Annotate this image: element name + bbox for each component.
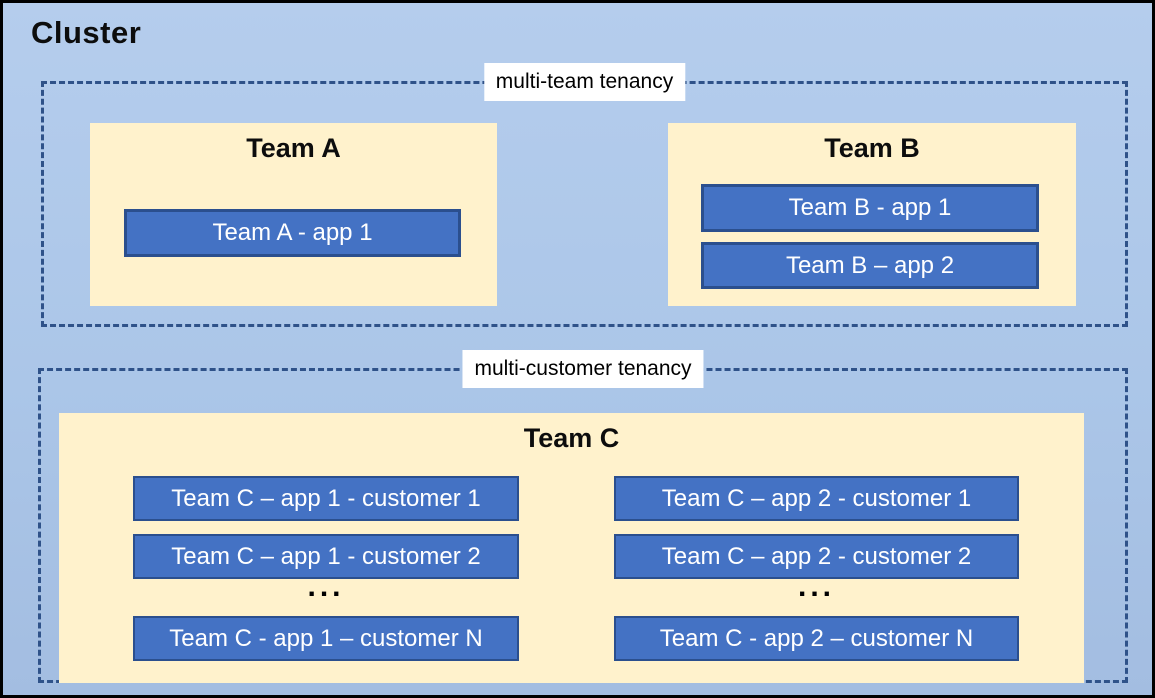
multi-team-tenancy-label: multi-team tenancy — [483, 63, 686, 101]
team-a-app-1-box: Team A - app 1 — [124, 209, 461, 257]
team-b-app-2-box: Team B – app 2 — [701, 242, 1039, 289]
team-c-app1-customer-n-box: Team C - app 1 – customer N — [133, 616, 519, 661]
cluster-title: Cluster — [31, 15, 142, 50]
team-c-app1-customer-2-box: Team C – app 1 - customer 2 — [133, 534, 519, 579]
team-a-box: Team A Team A - app 1 — [90, 123, 497, 306]
team-b-app-1-box: Team B - app 1 — [701, 184, 1039, 232]
team-c-app-2-column: Team C – app 2 - customer 1 Team C – app… — [614, 476, 1019, 676]
team-c-app2-ellipsis: ... — [797, 570, 835, 603]
multi-customer-tenancy-zone: multi-customer tenancy Team C Team C – a… — [38, 350, 1128, 683]
team-c-app1-customer-1-box: Team C – app 1 - customer 1 — [133, 476, 519, 521]
team-a-title: Team A — [246, 133, 341, 163]
team-c-app-1-column: Team C – app 1 - customer 1 Team C – app… — [133, 476, 519, 676]
team-c-box: Team C Team C – app 1 - customer 1 Team … — [59, 413, 1084, 683]
team-c-app2-customer-1-box: Team C – app 2 - customer 1 — [614, 476, 1019, 521]
team-c-app2-customer-n-box: Team C - app 2 – customer N — [614, 616, 1019, 661]
team-c-app1-ellipsis: ... — [307, 570, 345, 603]
team-b-box: Team B Team B - app 1 Team B – app 2 — [668, 123, 1076, 306]
multi-team-tenancy-zone: multi-team tenancy Team A Team A - app 1… — [41, 63, 1128, 327]
multi-customer-tenancy-label: multi-customer tenancy — [462, 350, 704, 388]
team-c-app2-customer-2-box: Team C – app 2 - customer 2 — [614, 534, 1019, 579]
team-c-title: Team C — [523, 423, 620, 453]
team-b-title: Team B — [824, 133, 920, 163]
